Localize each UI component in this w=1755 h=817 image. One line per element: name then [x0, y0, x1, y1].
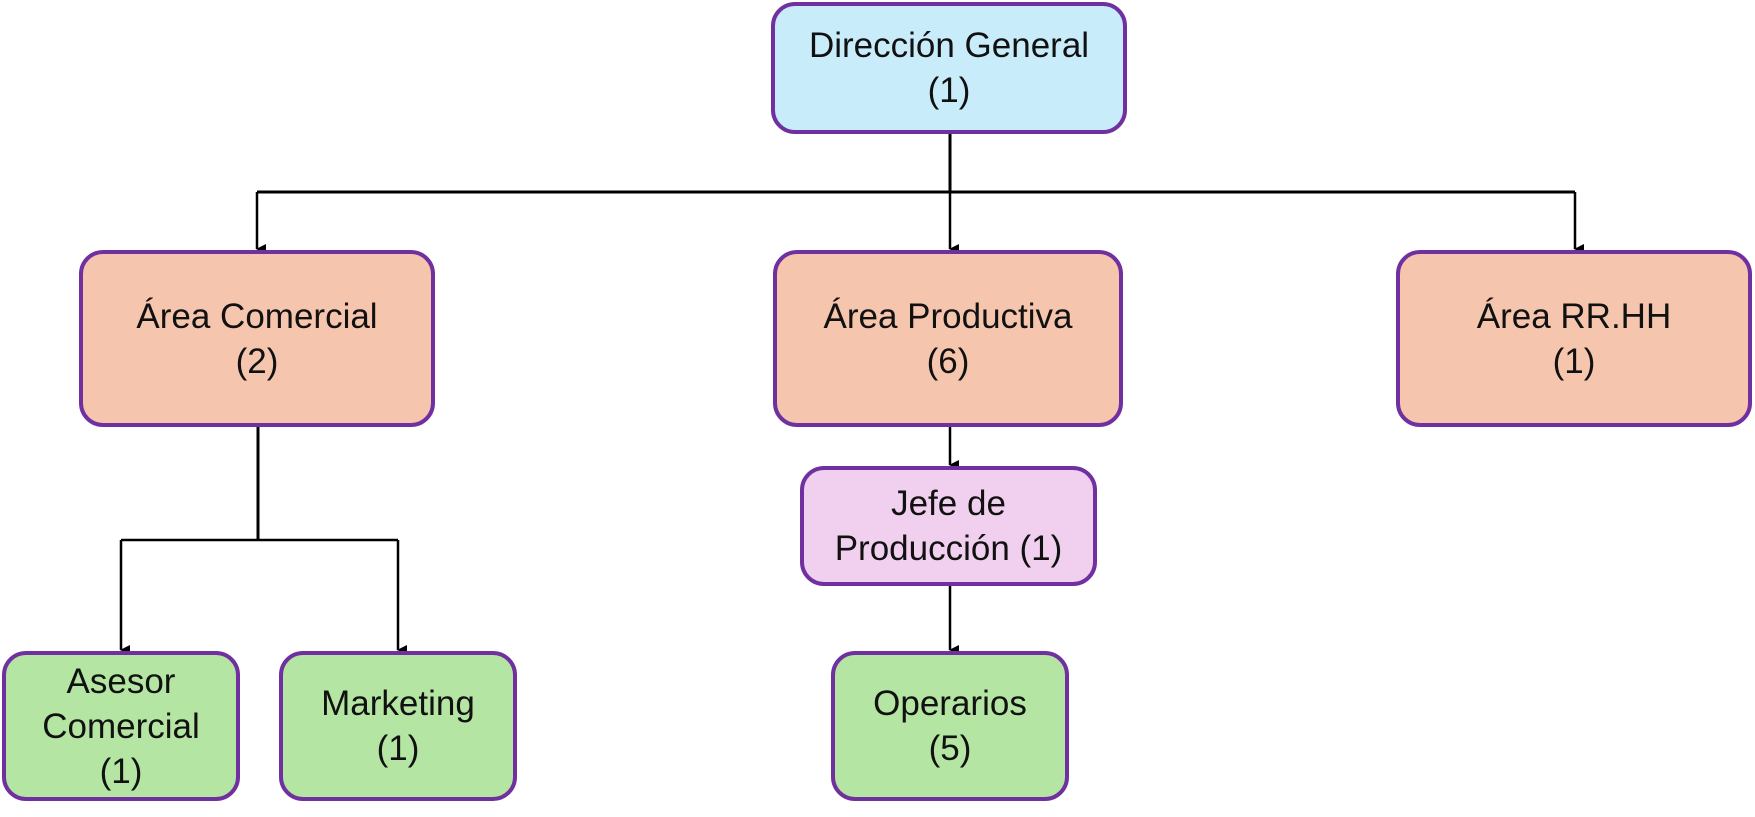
- node-direccion-general-count: (1): [927, 71, 971, 110]
- node-area-productiva-title: Área Productiva: [823, 296, 1073, 336]
- node-jefe-produccion-line-1: Jefe de: [891, 484, 1006, 523]
- node-jefe-produccion-line-2: Producción (1): [834, 529, 1063, 568]
- node-asesor-comercial-count: (1): [99, 751, 143, 791]
- node-asesor-comercial: Asesor Comercial (1): [2, 651, 240, 801]
- node-marketing-title: Marketing: [321, 684, 475, 723]
- node-area-productiva-count: (6): [926, 341, 970, 381]
- node-operarios-count: (5): [928, 729, 972, 768]
- node-marketing: Marketing (1): [279, 651, 517, 801]
- node-area-comercial-count: (2): [235, 341, 279, 381]
- node-area-comercial: Área Comercial (2): [79, 250, 435, 427]
- node-area-rrhh-title: Área RR.HH: [1476, 296, 1672, 336]
- node-jefe-produccion: Jefe de Producción (1): [800, 466, 1097, 586]
- node-area-productiva: Área Productiva (6): [773, 250, 1123, 427]
- node-area-rrhh-count: (1): [1552, 341, 1596, 381]
- node-operarios-title: Operarios: [873, 684, 1027, 723]
- node-asesor-comercial-line-2: Comercial: [42, 706, 200, 746]
- node-area-comercial-title: Área Comercial: [136, 296, 378, 336]
- node-marketing-count: (1): [376, 729, 420, 768]
- node-asesor-comercial-line-1: Asesor: [66, 661, 176, 701]
- node-area-rrhh: Área RR.HH (1): [1396, 250, 1752, 427]
- node-direccion-general: Dirección General (1): [771, 2, 1127, 134]
- node-direccion-general-title: Dirección General: [808, 26, 1090, 65]
- node-operarios: Operarios (5): [831, 651, 1069, 801]
